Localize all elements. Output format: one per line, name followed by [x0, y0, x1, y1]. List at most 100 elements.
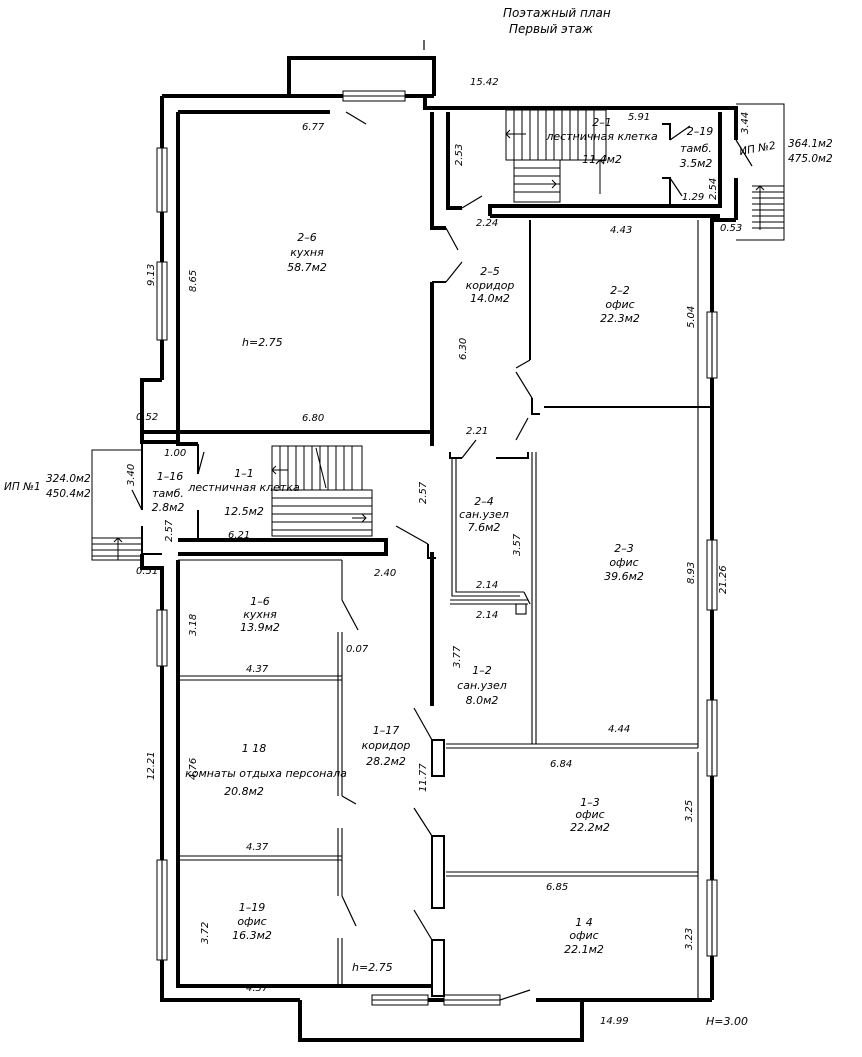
dim-1-17-length: 11.77 — [418, 763, 429, 792]
room-2-3-name: офис — [609, 556, 638, 569]
room-1-2-area: 8.0м2 — [466, 694, 499, 707]
room-1-4-area: 22.1м2 — [564, 943, 604, 956]
dim-1-1-height: 2.57 — [418, 481, 429, 504]
dim-2-19-width: 1.29 — [682, 192, 704, 203]
room-1-17-number: 1–17 — [373, 724, 400, 737]
doors — [131, 111, 753, 1001]
dim-052: 0.52 — [136, 412, 158, 423]
dim-corridor-240: 2.40 — [374, 568, 396, 579]
room-1-16-number: 1–16 — [157, 470, 184, 483]
kitchen-height: h=2.75 — [242, 336, 283, 349]
room-2-4-number: 2–4 — [474, 495, 494, 508]
porch-steps-right — [736, 103, 785, 241]
dim-2-1-stair: 2.53 — [454, 144, 465, 166]
room-2-1-name: лестничная клетка — [545, 130, 658, 143]
room-1-17-name: коридор — [362, 739, 411, 752]
entrance-2-area2: 475.0м2 — [788, 153, 833, 165]
room-1-4-name: офис — [569, 929, 598, 942]
dim-2-2-height: 5.04 — [686, 306, 697, 328]
room-2-2-number: 2–2 — [610, 284, 630, 297]
exterior-walls — [140, 56, 738, 1042]
dim-2-5-width: 2.24 — [476, 218, 498, 229]
room-2-19-area: 3.5м2 — [680, 157, 713, 170]
corridor-height: h=2.75 — [352, 961, 393, 974]
dim-1-4-height: 3.23 — [684, 928, 695, 950]
building-height: H=3.00 — [706, 1015, 748, 1028]
windows — [156, 90, 718, 1006]
room-2-4-area: 7.6м2 — [468, 521, 501, 534]
room-2-1-area: 11.4м2 — [582, 153, 622, 166]
room-1-3-area: 22.2м2 — [570, 821, 610, 834]
dim-2-6-top: 6.77 — [302, 122, 325, 133]
room-1-2-name: сан.узел — [457, 679, 507, 692]
entrance-2-area1: 364.1м2 — [788, 138, 833, 150]
entrance-1-area1: 324.0м2 — [46, 473, 91, 485]
room-1-6-area: 13.9м2 — [240, 621, 280, 634]
dim-051: 0.51 — [136, 566, 158, 577]
room-labels: 2–6 кухня 58.7м2 2–1 лестничная клетка 1… — [152, 116, 714, 956]
dim-2-1-width: 5.91 — [628, 112, 650, 123]
dim-right-total: 21.26 — [718, 565, 729, 594]
entrance-1-summary: ИП №1 324.0м2 450.4м2 — [4, 473, 91, 500]
dim-1-6-height: 3.18 — [188, 614, 199, 636]
dim-top-total: 15.42 — [470, 77, 499, 88]
room-1-19-area: 16.3м2 — [232, 929, 272, 942]
dim-1-2-height: 3.77 — [452, 645, 463, 668]
room-1-16-area: 2.8м2 — [152, 501, 185, 514]
dim-1-6-bottom: 4.37 — [246, 664, 269, 675]
room-1-3-number: 1–3 — [580, 796, 600, 809]
room-2-6-area: 58.7м2 — [287, 261, 327, 274]
room-1-19-number: 1–19 — [239, 901, 266, 914]
room-2-6-name: кухня — [290, 246, 324, 259]
room-1-16-name: тамб. — [152, 487, 184, 500]
room-1-1-area: 12.5м2 — [224, 505, 264, 518]
dim-2-19-door: 2.54 — [708, 178, 719, 200]
dim-porch-right: 0.53 — [720, 223, 742, 234]
room-2-3-number: 2–3 — [614, 542, 634, 555]
dim-2-5-length: 6.30 — [458, 338, 469, 360]
dim-2-4-bottom: 2.14 — [476, 580, 498, 591]
room-1-18-number: 1 18 — [242, 742, 267, 755]
dim-left-total: 12.21 — [146, 751, 157, 780]
room-1-17-area: 28.2м2 — [366, 755, 406, 768]
interior-walls — [140, 110, 722, 1000]
dim-2-6-left-inner: 8.65 — [188, 270, 199, 292]
stair-2-1 — [505, 109, 607, 203]
room-2-6-number: 2–6 — [297, 231, 317, 244]
dim-2-6-left: 9.13 — [146, 264, 157, 286]
dim-1-18-bottom: 4.37 — [246, 842, 269, 853]
dim-2-3-bottom: 4.44 — [608, 724, 630, 735]
dim-2-4-height: 3.57 — [512, 533, 523, 556]
room-2-2-area: 22.3м2 — [600, 312, 640, 325]
room-2-5-area: 14.0м2 — [470, 292, 510, 305]
stair-1-1 — [271, 445, 373, 537]
room-2-5-number: 2–5 — [480, 265, 500, 278]
room-1-6-number: 1–6 — [250, 595, 270, 608]
room-1-18-area: 20.8м2 — [224, 785, 264, 798]
dim-1-16-width: 1.00 — [164, 448, 186, 459]
dim-1-18-height: 4.76 — [188, 758, 199, 780]
plan-title: Поэтажный план — [503, 6, 611, 20]
room-1-1-name: лестничная клетка — [187, 481, 300, 494]
dimensions: 15.42 14.99 6.77 6.80 0.52 1.00 0.51 6.2… — [126, 77, 751, 1027]
dim-1-16-door: 2.57 — [164, 519, 175, 542]
dim-1-19-height: 3.72 — [200, 922, 211, 944]
porch-steps-left — [91, 449, 142, 561]
floor-subtitle: Первый этаж — [509, 22, 593, 36]
dim-2-19-height: 3.44 — [740, 112, 751, 134]
dim-1-2-width: 2.14 — [476, 610, 498, 621]
room-1-6-name: кухня — [243, 608, 277, 621]
room-1-1-number: 1–1 — [234, 467, 254, 480]
room-2-2-name: офис — [605, 298, 634, 311]
room-2-5-name: коридор — [466, 279, 515, 292]
room-1-3-name: офис — [575, 808, 604, 821]
dim-1-3-top: 6.84 — [550, 759, 572, 770]
room-1-18-name: комнаты отдыха персонала — [185, 767, 347, 780]
entrance-1-label: ИП №1 — [4, 481, 41, 493]
dim-1-19-bottom: 4.37 — [246, 983, 269, 994]
room-1-2-number: 1–2 — [472, 664, 492, 677]
dim-1-4-top: 6.85 — [546, 882, 568, 893]
entrance-2-label: ИП №2 — [738, 140, 777, 158]
dim-1-1-width: 6.21 — [228, 530, 250, 541]
